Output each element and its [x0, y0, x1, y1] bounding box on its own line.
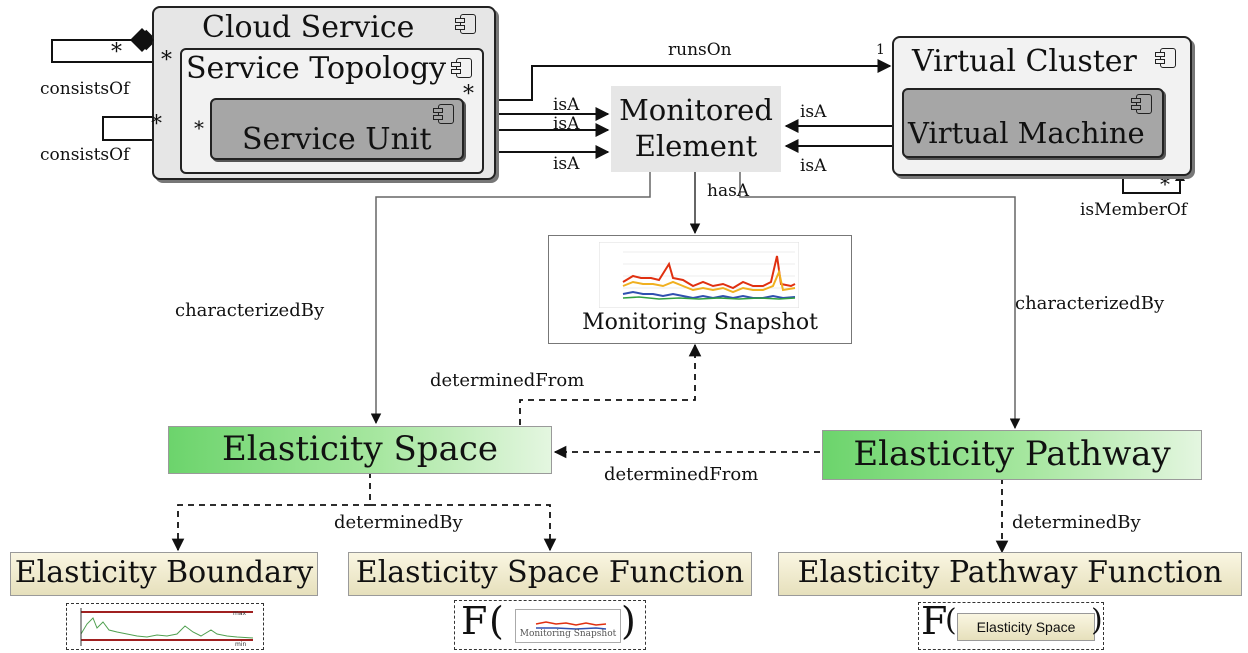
determined-by-left-edge-2: [370, 504, 557, 552]
monitoring-snapshot-title: Monitoring Snapshot: [582, 310, 818, 335]
elasticity-boundary-node: Elasticity Boundary: [10, 552, 318, 596]
multiplicity-star: *: [194, 116, 204, 140]
component-icon: [433, 104, 454, 124]
open-paren: (: [945, 603, 957, 638]
elasticity-space-title: Elasticity Space: [221, 429, 499, 469]
elasticity-pathway-title: Elasticity Pathway: [853, 434, 1171, 474]
close-paren: ): [1091, 603, 1103, 638]
runs-on-label: runsOn: [668, 40, 732, 60]
consists-of-label: consistsOf: [40, 145, 130, 165]
monitored-element-node: Monitored Element: [611, 86, 781, 172]
multiplicity-star: *: [151, 112, 162, 137]
multiplicity-star: *: [161, 48, 172, 73]
elasticity-pathway-function-title: Elasticity Pathway Function: [797, 555, 1223, 590]
consists-of-label: consistsOf: [40, 79, 130, 99]
snapshot-mini-caption: Monitoring Snapshot: [519, 629, 617, 639]
characterized-by-label: characterizedBy: [1015, 293, 1165, 314]
monitored-element-line2: Element: [634, 129, 758, 163]
boundary-max-label: max: [233, 610, 247, 617]
determined-from-snapshot-edge: [519, 343, 702, 425]
cloud-service-title: Cloud Service: [202, 10, 415, 45]
service-topology-node: Service Topology Service Unit: [180, 48, 484, 174]
elasticity-space-function-title: Elasticity Space Function: [355, 555, 745, 590]
runs-on-edge: [460, 59, 892, 101]
elasticity-space-mini: Elasticity Space: [957, 613, 1095, 641]
service-unit-title: Service Unit: [242, 122, 432, 157]
multiplicity-star: *: [1160, 172, 1170, 196]
characterized-by-left-edge: [370, 172, 651, 425]
characterized-by-label: characterizedBy: [175, 300, 325, 321]
component-icon: [451, 58, 472, 78]
cloud-service-node: Cloud Service Service Topology Service U…: [152, 6, 496, 180]
elasticity-pathway-function-node: Elasticity Pathway Function: [778, 552, 1242, 596]
determined-from-label: determinedFrom: [430, 370, 585, 391]
determined-from-label: determinedFrom: [604, 464, 759, 485]
f-letter: F: [921, 599, 948, 643]
is-a-label: isA: [553, 154, 580, 174]
open-paren: (: [489, 599, 504, 643]
monitoring-snapshot-node: Monitoring Snapshot: [548, 235, 852, 344]
pathway-function-formula: F ( Elasticity Space ): [918, 599, 1104, 650]
multiplicity-star: *: [463, 82, 474, 107]
multiplicity-star: *: [111, 40, 122, 65]
virtual-cluster-node: Virtual Cluster Virtual Machine: [892, 36, 1192, 176]
monitored-element-line1: Monitored: [619, 93, 773, 127]
snapshot-mini-thumbnail: Monitoring Snapshot: [515, 609, 621, 643]
elasticity-space-node: Elasticity Space: [168, 426, 552, 474]
snapshot-mini-chart: [535, 621, 607, 630]
f-letter: F: [461, 599, 488, 643]
snapshot-thumbnail-chart: [599, 242, 799, 308]
is-a-label: isA: [800, 102, 827, 122]
service-topology-title: Service Topology: [186, 51, 447, 86]
service-unit-node: Service Unit: [210, 98, 464, 160]
is-a-label: isA: [800, 156, 827, 176]
characterized-by-right-edge: [739, 172, 1021, 430]
space-function-formula: F ( Monitoring Snapshot ): [454, 599, 646, 650]
boundary-chart: max min: [80, 608, 254, 648]
component-icon: [1131, 94, 1152, 114]
determined-by-left-edge: [171, 472, 371, 552]
determined-by-label: determinedBy: [334, 512, 463, 533]
multiplicity-one: 1: [876, 42, 885, 58]
component-icon: [1155, 48, 1176, 68]
is-member-of-label: isMemberOf: [1080, 200, 1188, 220]
close-paren: ): [621, 599, 636, 643]
is-a-label: isA: [553, 95, 580, 115]
virtual-machine-node: Virtual Machine: [902, 88, 1164, 158]
elasticity-boundary-thumbnail: max min: [66, 603, 264, 650]
elasticity-boundary-title: Elasticity Boundary: [14, 555, 314, 590]
elasticity-space-mini-label: Elasticity Space: [976, 619, 1076, 635]
virtual-machine-title: Virtual Machine: [908, 116, 1145, 150]
composition-diamond-icon: [130, 28, 154, 52]
elasticity-space-function-node: Elasticity Space Function: [348, 552, 752, 596]
consists-of-loop-1: [51, 29, 157, 63]
is-a-label: isA: [553, 114, 580, 134]
determined-by-label: determinedBy: [1012, 512, 1141, 533]
boundary-min-label: min: [235, 641, 247, 648]
elasticity-pathway-node: Elasticity Pathway: [822, 430, 1202, 480]
component-icon: [455, 14, 476, 34]
has-a-label: hasA: [707, 181, 750, 201]
virtual-cluster-title: Virtual Cluster: [912, 44, 1137, 79]
is-member-of-loop: [1122, 164, 1185, 194]
